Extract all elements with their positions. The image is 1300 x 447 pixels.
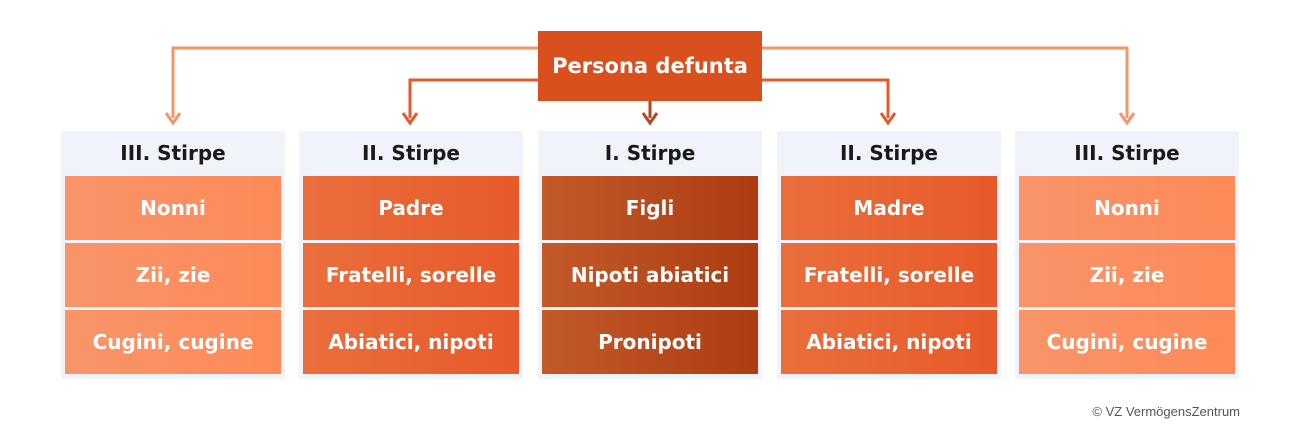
deceased-person-box: Persona defunta [538, 31, 762, 101]
relative-cell: Abiatici, nipoti [781, 310, 997, 374]
relative-cell: Madre [781, 176, 997, 240]
relative-cell: Zii, zie [1019, 243, 1235, 307]
arrowhead-center-first [641, 112, 659, 126]
column-second-line-left: II. Stirpe Padre Fratelli, sorelle Abiat… [299, 131, 523, 379]
copyright-notice: © VZ VermögensZentrum [1092, 404, 1240, 419]
column-title: II. Stirpe [839, 141, 938, 165]
relative-cell: Padre [303, 176, 519, 240]
deceased-person-label: Persona defunta [552, 54, 748, 78]
relative-cell: Figli [542, 176, 758, 240]
relative-cell: Zii, zie [65, 243, 281, 307]
relative-cell: Fratelli, sorelle [781, 243, 997, 307]
relative-cell: Cugini, cugine [1019, 310, 1235, 374]
relative-cell: Abiatici, nipoti [303, 310, 519, 374]
arrowhead-right-second [879, 112, 897, 126]
connector-left-third [171, 46, 538, 118]
column-title: III. Stirpe [120, 141, 226, 165]
column-title: III. Stirpe [1074, 141, 1180, 165]
relative-cell: Nonni [65, 176, 281, 240]
column-third-line-right: III. Stirpe Nonni Zii, zie Cugini, cugin… [1015, 131, 1239, 379]
relative-cell: Pronipoti [542, 310, 758, 374]
arrowhead-right-third [1118, 112, 1136, 126]
relative-cell: Fratelli, sorelle [303, 243, 519, 307]
column-title: I. Stirpe [604, 141, 696, 165]
connector-right-second [762, 78, 890, 118]
column-second-line-right: II. Stirpe Madre Fratelli, sorelle Abiat… [777, 131, 1001, 379]
relative-cell: Nonni [1019, 176, 1235, 240]
arrowhead-left-third [164, 112, 182, 126]
connector-left-second [408, 78, 538, 118]
relative-cell: Nipoti abiatici [542, 243, 758, 307]
column-third-line-left: III. Stirpe Nonni Zii, zie Cugini, cugin… [61, 131, 285, 379]
arrowhead-left-second [401, 112, 419, 126]
column-first-line: I. Stirpe Figli Nipoti abiatici Pronipot… [538, 131, 762, 379]
column-title: II. Stirpe [361, 141, 460, 165]
connector-right-third [762, 46, 1129, 118]
relative-cell: Cugini, cugine [65, 310, 281, 374]
